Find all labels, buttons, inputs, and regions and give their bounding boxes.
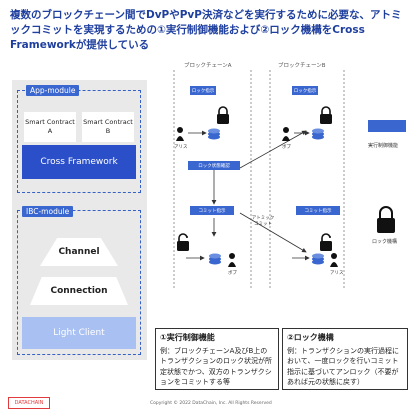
ibc-module-label: IBC-module — [22, 206, 74, 217]
lock-instruction-a: ロック指示 — [190, 86, 216, 95]
coin-icon — [209, 253, 221, 265]
smart-contract-a: Smart Contract A — [24, 112, 76, 142]
connection-layer: Connection — [30, 277, 128, 305]
padlock-icon — [320, 106, 332, 124]
bob-label-1: ボブ — [282, 145, 291, 150]
lock-mechanism-note: ②ロック機構 例：トランザクションの実行過程において、一度ロックを行いコミット指… — [282, 328, 408, 390]
diagram-lines — [173, 70, 395, 290]
legend-exec-swatch — [368, 120, 406, 132]
chain-a-label: ブロックチェーンA — [184, 63, 232, 69]
person-icon — [176, 127, 184, 141]
light-client-layer: Light Client — [22, 317, 136, 349]
alice-label-1: アリス — [174, 145, 188, 150]
module-stack: App-module Smart Contract A Smart Contra… — [12, 80, 147, 360]
alice-label-2: アリス — [330, 271, 344, 276]
copyright-text: Copyright © 2022 DataChain, Inc. All Rig… — [150, 401, 272, 406]
lock-note-title: ②ロック機構 — [287, 333, 334, 342]
commit-instruction-a: コミット指示 — [190, 206, 234, 215]
cross-framework: Cross Framework — [22, 145, 136, 179]
app-module-label: App-module — [26, 85, 80, 96]
atomic-commit-diagram: ブロックチェーンA ブロックチェーンB ロック指示 ロック指示 ロック状態確認 … — [154, 58, 420, 313]
ibc-module-box — [17, 210, 141, 355]
person-icon — [330, 253, 338, 267]
legend-exec-label: 実行制御機能 — [368, 143, 399, 149]
coin-icon — [208, 128, 220, 140]
commit-instruction-b: コミット指示 — [296, 206, 340, 215]
bob-label-2: ボブ — [228, 271, 237, 276]
legend-padlock-icon — [377, 206, 395, 233]
coin-icon — [312, 128, 324, 140]
lock-result-box: ロック状態確認 — [188, 161, 240, 170]
page-title: 複数のブロックチェーン間でDvPやPvP決済などを実行するために必要な、アトミッ… — [10, 9, 402, 51]
exec-note-body: 例：ブロックチェーンA及びB上のトランザクションのロック状況が所定状態でかつ、双… — [160, 346, 272, 387]
lock-result-to-b-arrow — [239, 130, 307, 169]
legend-lock-label: ロック機構 — [372, 239, 398, 245]
unlocked-padlock-icon — [320, 233, 332, 251]
commit-to-b-arrow — [239, 212, 307, 253]
person-icon — [282, 127, 290, 141]
exec-note-title: ①実行制御機能 — [160, 333, 215, 342]
padlock-icon — [217, 106, 229, 124]
unlocked-padlock-icon — [177, 233, 189, 251]
coin-icon — [312, 253, 324, 265]
lock-instruction-b: ロック指示 — [292, 86, 318, 95]
smart-contract-b: Smart Contract B — [82, 112, 134, 142]
person-icon — [228, 253, 236, 267]
exec-control-note: ①実行制御機能 例：ブロックチェーンA及びB上のトランザクションのロック状況が所… — [155, 328, 279, 390]
chain-b-label: ブロックチェーンB — [278, 63, 326, 69]
datachain-logo: DATACHAIN — [8, 397, 50, 409]
atomic-commit-label: アトミック コミット — [251, 216, 275, 227]
lock-note-body: 例：トランザクションの実行過程において、一度ロックを行いコミット指示に基づいてア… — [287, 346, 399, 387]
